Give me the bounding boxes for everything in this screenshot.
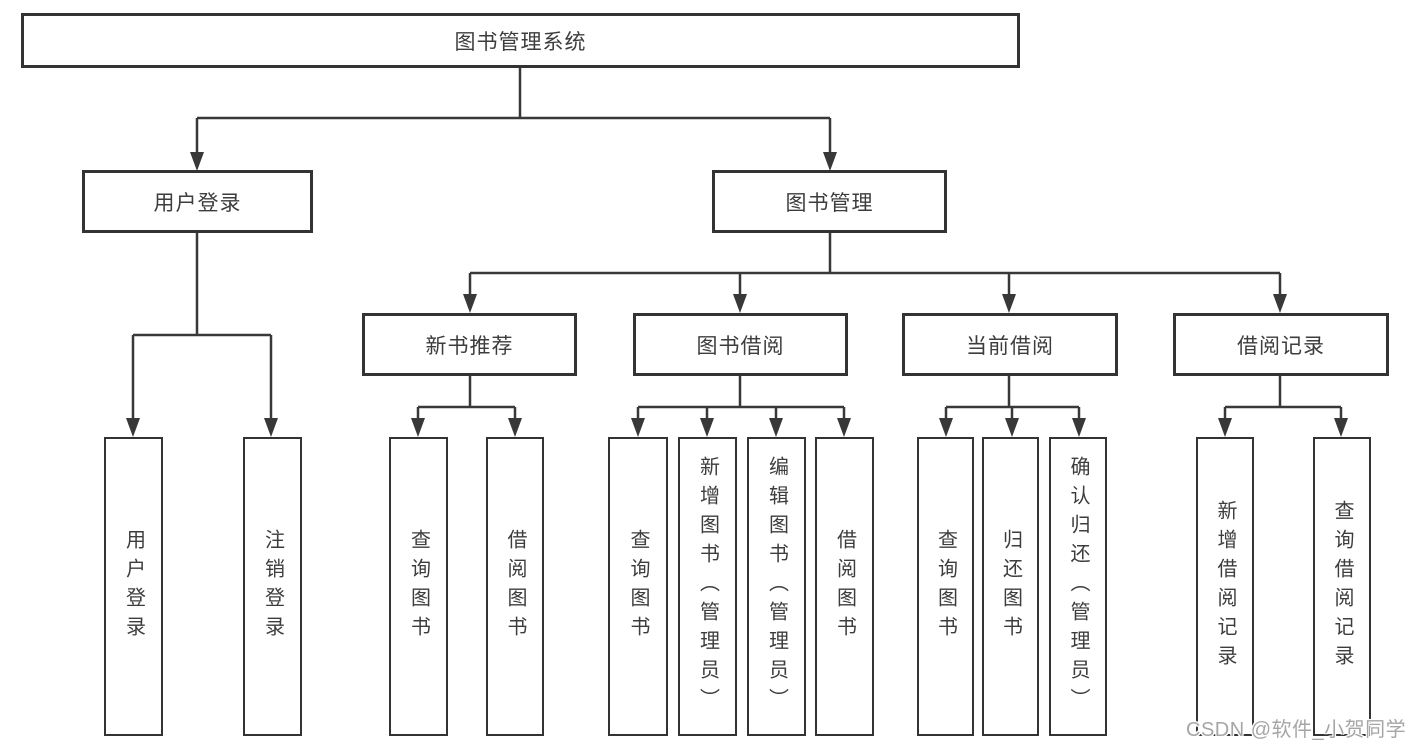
node-borrowing-records: 借阅记录: [1173, 313, 1389, 376]
node-label: 查询图书: [627, 528, 649, 645]
csdn-watermark: CSDN @软件_小贺同学: [1186, 719, 1405, 741]
node-label: 图书管理系统: [454, 30, 587, 54]
leaf-add-borrow-record: 新增借阅记录: [1196, 437, 1254, 736]
leaf-edit-books-admin: 编辑图书（管理员）: [747, 437, 806, 736]
leaf-query-books-borrowing: 查询图书: [608, 437, 668, 736]
node-library-management-system: 图书管理系统: [21, 13, 1020, 68]
leaf-borrow-books: 借阅图书: [815, 437, 874, 736]
node-label: 借阅记录: [1237, 334, 1325, 358]
node-label: 查询图书: [407, 528, 430, 645]
node-book-borrowing: 图书借阅: [633, 313, 848, 376]
node-label: 注销登录: [261, 528, 284, 645]
node-label: 新增图书（管理员）: [696, 456, 719, 717]
leaf-confirm-return-admin: 确认归还（管理员）: [1049, 437, 1107, 736]
node-label: 新增借阅记录: [1214, 499, 1236, 674]
leaf-query-borrow-record: 查询借阅记录: [1313, 437, 1371, 736]
node-label: 用户登录: [122, 528, 145, 645]
node-label: 借阅图书: [504, 528, 526, 645]
node-label: 当前借阅: [966, 334, 1054, 358]
node-label: 查询借阅记录: [1331, 499, 1353, 674]
leaf-borrow-books-recommend: 借阅图书: [486, 437, 544, 736]
node-label: 归还图书: [999, 528, 1022, 645]
node-current-borrowing: 当前借阅: [902, 313, 1118, 376]
node-book-management: 图书管理: [712, 170, 947, 233]
leaf-query-books-current: 查询图书: [917, 437, 974, 736]
leaf-return-books: 归还图书: [982, 437, 1039, 736]
node-label: 确认归还（管理员）: [1067, 456, 1089, 717]
leaf-add-books-admin: 新增图书（管理员）: [678, 437, 737, 736]
node-label: 图书借阅: [696, 334, 785, 358]
node-label: 用户登录: [153, 191, 242, 215]
leaf-user-login: 用户登录: [104, 437, 163, 736]
node-label: 借阅图书: [833, 528, 856, 645]
node-label: 编辑图书（管理员）: [765, 456, 788, 717]
node-label: 新书推荐: [425, 334, 514, 358]
leaf-logout: 注销登录: [243, 437, 302, 736]
arrowheads: [126, 152, 1348, 437]
node-new-book-recommendation: 新书推荐: [362, 313, 577, 376]
node-label: 查询图书: [934, 528, 957, 645]
node-user-login: 用户登录: [82, 170, 313, 233]
node-label: 图书管理: [785, 191, 874, 215]
leaf-query-books-recommend: 查询图书: [389, 437, 448, 736]
